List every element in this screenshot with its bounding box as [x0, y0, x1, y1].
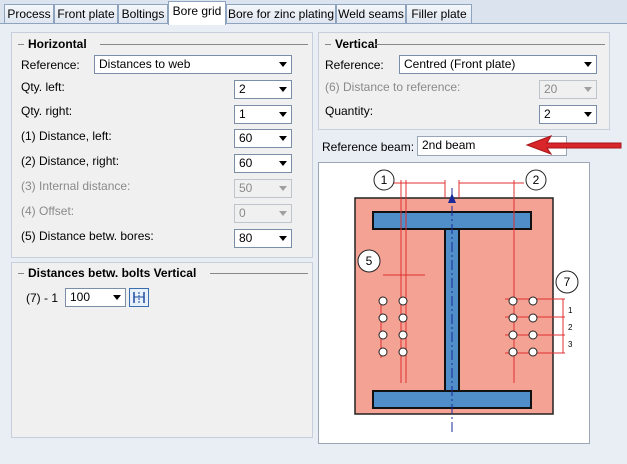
distance-right-value: 60 [239, 156, 253, 170]
h-reference-label: Reference: [21, 58, 80, 72]
horizontal-title: Horizontal [28, 37, 87, 51]
distance-bores-label: (5) Distance betw. bores: [21, 229, 154, 243]
callout-2: 2 [533, 173, 540, 187]
horizontal-group: Horizontal Reference: Distances to web Q… [11, 32, 313, 258]
vertical-title: Vertical [335, 37, 378, 51]
distribute-icon [133, 292, 145, 303]
chevron-down-icon [584, 87, 592, 92]
row-number-1: 1 [568, 306, 573, 315]
qty-left-value: 2 [239, 82, 246, 96]
bolt-row-distance-value: 100 [70, 290, 91, 304]
distance-left-value: 60 [239, 131, 253, 145]
chevron-down-icon [279, 236, 287, 241]
chevron-down-icon [279, 87, 287, 92]
left-bores [378, 296, 408, 357]
distribute-icon-button[interactable] [129, 288, 149, 307]
vertical-group: Vertical Reference: Centred (Front plate… [318, 32, 610, 130]
callout-circle-7 [555, 270, 579, 294]
distance-to-reference-label: (6) Distance to reference: [325, 80, 461, 94]
distance-to-reference-select: 20 [539, 80, 597, 99]
h-reference-value: Distances to web [99, 57, 191, 71]
chevron-down-icon [279, 112, 287, 117]
distance-bores-value: 80 [239, 231, 253, 245]
callout-circle-2 [525, 169, 547, 191]
callout-7: 7 [564, 275, 571, 289]
right-bores [508, 296, 538, 357]
tab-bore-for-zinc-plating[interactable]: Bore for zinc plating [226, 4, 336, 24]
row-number-3: 3 [568, 340, 573, 349]
tab-boltings[interactable]: Boltings [118, 4, 168, 24]
callout-5: 5 [366, 254, 373, 268]
internal-distance-label: (3) Internal distance: [21, 179, 131, 193]
reference-beam-field[interactable]: 2nd beam [417, 136, 567, 156]
quantity-label: Quantity: [325, 104, 374, 118]
bolts-vertical-title: Distances betw. bolts Vertical [28, 266, 197, 280]
bore-grid-diagram: 1 2 5 7 1 2 3 [318, 162, 590, 444]
chevron-down-icon [279, 211, 287, 216]
tab-filler-plate[interactable]: Filler plate [406, 4, 472, 24]
chevron-down-icon [279, 161, 287, 166]
reference-beam-value: 2nd beam [422, 138, 476, 152]
distance-right-select[interactable]: 60 [234, 154, 292, 173]
h-reference-select[interactable]: Distances to web [94, 55, 292, 74]
callout-circle-1 [373, 169, 395, 191]
chevron-down-icon [279, 62, 287, 67]
qty-right-value: 1 [239, 107, 246, 121]
bolt-row-distance-select[interactable]: 100 [65, 288, 126, 307]
distance-left-label: (1) Distance, left: [21, 129, 112, 143]
tab-weld-seams[interactable]: Weld seams [336, 4, 406, 24]
offset-select: 0 [234, 204, 292, 223]
v-reference-value: Centred (Front plate) [404, 57, 516, 71]
bolts-vertical-group: Distances betw. bolts Vertical (7) - 1 1… [11, 262, 313, 438]
beam-diagram-svg: 1 2 5 7 1 2 3 [354, 169, 579, 435]
offset-value: 0 [239, 206, 246, 220]
distance-right-label: (2) Distance, right: [21, 154, 120, 168]
internal-distance-select: 50 [234, 179, 292, 198]
distance-to-reference-value: 20 [544, 82, 558, 96]
tab-front-plate[interactable]: Front plate [54, 4, 118, 24]
reference-beam-label: Reference beam: [322, 140, 415, 154]
chevron-down-icon [584, 62, 592, 67]
offset-label: (4) Offset: [21, 204, 75, 218]
quantity-select[interactable]: 2 [539, 105, 597, 124]
tab-bar: Process Front plate Boltings Bore grid B… [0, 0, 627, 25]
qty-left-select[interactable]: 2 [234, 80, 292, 99]
distance-bores-select[interactable]: 80 [234, 229, 292, 248]
distance-left-select[interactable]: 60 [234, 129, 292, 148]
axis-arrow-icon [448, 193, 456, 203]
bolt-row-label: (7) - 1 [26, 291, 59, 305]
quantity-value: 2 [544, 107, 551, 121]
chevron-down-icon [113, 295, 121, 300]
tab-process[interactable]: Process [4, 4, 54, 24]
qty-left-label: Qty. left: [21, 80, 65, 94]
pointer-arrow-icon [525, 135, 622, 156]
callout-1: 1 [381, 173, 388, 187]
tab-bore-grid[interactable]: Bore grid [168, 1, 226, 25]
internal-distance-value: 50 [239, 181, 253, 195]
callout-circle-5 [357, 249, 381, 273]
qty-right-label: Qty. right: [21, 104, 73, 118]
qty-right-select[interactable]: 1 [234, 105, 292, 124]
chevron-down-icon [584, 112, 592, 117]
chevron-down-icon [279, 186, 287, 191]
v-reference-select[interactable]: Centred (Front plate) [399, 55, 597, 74]
chevron-down-icon [279, 136, 287, 141]
v-reference-label: Reference: [325, 58, 384, 72]
row-number-2: 2 [568, 323, 573, 332]
